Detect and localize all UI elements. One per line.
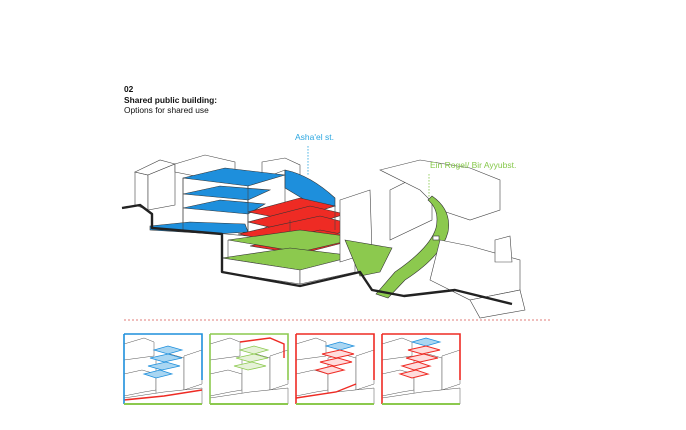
option-thumbnail-2 bbox=[209, 333, 289, 405]
diagram-title: Shared public building: bbox=[124, 94, 218, 105]
diagram-header: 02 Shared public building: Options for s… bbox=[124, 84, 217, 116]
diagram-subtitle: Options for shared use bbox=[124, 105, 209, 115]
section-number: 02 bbox=[124, 84, 134, 94]
option-thumbnail-1 bbox=[123, 333, 203, 405]
section-ground-line bbox=[121, 203, 513, 306]
street-label-asha-el: Asha'el st. bbox=[295, 132, 334, 142]
right-street-area bbox=[339, 159, 526, 319]
main-section-drawing bbox=[121, 154, 526, 319]
option-thumbnail-4 bbox=[381, 333, 461, 405]
option-thumbnail-3 bbox=[295, 333, 375, 405]
street-label-ein-rogel: Ein Rogel/ Bir Ayyubst. bbox=[430, 160, 516, 170]
